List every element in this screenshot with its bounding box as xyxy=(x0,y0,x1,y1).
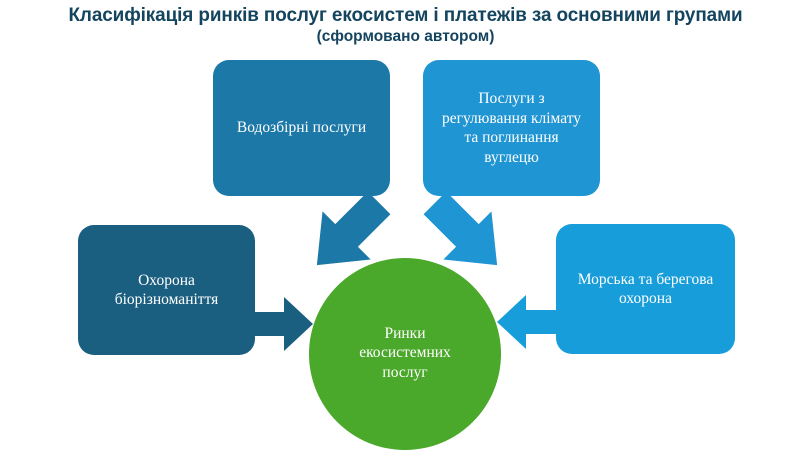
node-label-biodiversity: Охорона біорізноманіття xyxy=(114,271,219,309)
diagram-subtitle: (сформовано автором) xyxy=(316,28,495,45)
node-label-watershed: Водозбірні послуги xyxy=(236,119,367,137)
arrow-left-icon xyxy=(497,295,560,349)
node-box-marine[interactable]: Морська та берегова охорона xyxy=(556,224,735,354)
node-box-watershed[interactable]: Водозбірні послуги xyxy=(213,60,390,196)
node-label-marine: Морська та берегова охорона xyxy=(577,270,714,308)
diagram-title: Класифікація ринків послуг екосистем і п… xyxy=(68,4,743,26)
center-node-ecosystem-markets[interactable]: Ринки екосистемних послуг xyxy=(309,258,501,450)
node-label-climate: Послуги з регулювання клімату та поглина… xyxy=(441,90,582,166)
arrow-right-icon xyxy=(250,297,313,351)
diagram-title-block: Класифікація ринків послуг екосистем і п… xyxy=(0,4,811,47)
center-node-label: Ринки екосистемних послуг xyxy=(359,324,451,381)
node-box-biodiversity[interactable]: Охорона біорізноманіття xyxy=(78,225,255,355)
node-box-climate[interactable]: Послуги з регулювання клімату та поглина… xyxy=(423,60,600,196)
